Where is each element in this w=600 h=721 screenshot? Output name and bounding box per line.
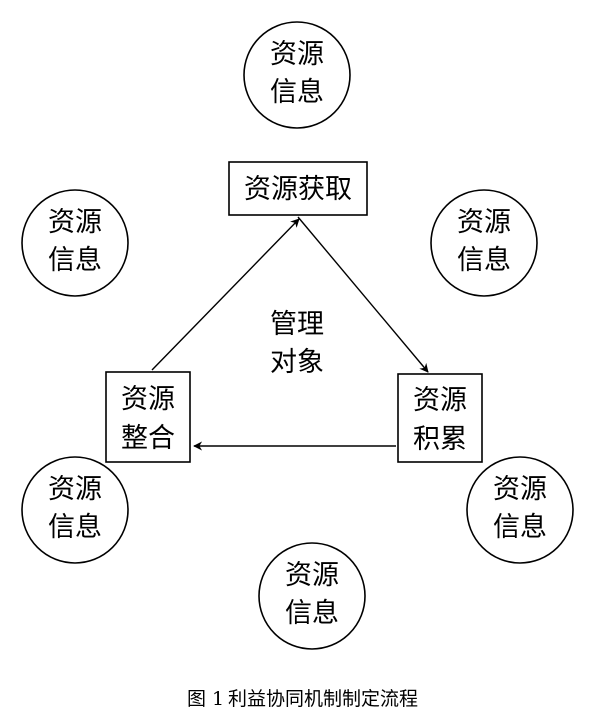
- circle-bottom-line-1: 资源: [285, 560, 339, 591]
- box-resource-acquire: 资源获取: [228, 161, 368, 216]
- circle-top-line-1: 资源: [270, 39, 324, 70]
- circle-lower-left-line-2: 信息: [48, 512, 102, 543]
- center-label-line-2: 对象: [270, 347, 324, 378]
- circle-bottom: 资源 信息: [258, 542, 366, 650]
- circle-bottom-line-2: 信息: [285, 598, 339, 629]
- circle-upper-right-line-2: 信息: [457, 245, 511, 276]
- arrow-integrate-to-acquire: [151, 218, 300, 371]
- box-resource-acquire-label: 资源获取: [244, 174, 352, 205]
- box-resource-integrate-line-2: 整合: [121, 423, 175, 454]
- circle-lower-right-line-2: 信息: [493, 512, 547, 543]
- circle-upper-right-line-1: 资源: [457, 207, 511, 238]
- circle-upper-right: 资源 信息: [430, 189, 538, 297]
- figure-caption: 图 1 利益协同机制制定流程: [187, 688, 418, 710]
- circle-lower-left: 资源 信息: [21, 456, 129, 564]
- arrow-acquire-to-accumulate: [297, 216, 429, 373]
- circle-upper-left-line-1: 资源: [48, 207, 102, 238]
- box-resource-integrate: 资源 整合: [105, 371, 191, 463]
- box-resource-accumulate-line-1: 资源: [413, 385, 467, 416]
- circle-top: 资源 信息: [243, 21, 351, 129]
- circle-top-line-2: 信息: [270, 77, 324, 108]
- circle-lower-left-line-1: 资源: [48, 474, 102, 505]
- box-resource-accumulate: 资源 积累: [397, 373, 483, 463]
- figure-number: 图 1: [187, 688, 224, 710]
- center-label-line-1: 管理: [270, 309, 324, 340]
- circle-lower-right-line-1: 资源: [493, 474, 547, 505]
- box-resource-integrate-line-1: 资源: [121, 384, 175, 415]
- circle-lower-right: 资源 信息: [466, 456, 574, 564]
- circle-upper-left: 资源 信息: [21, 189, 129, 297]
- circle-upper-left-line-2: 信息: [48, 245, 102, 276]
- center-label: 管理 对象: [270, 309, 324, 378]
- figure-title: 利益协同机制制定流程: [228, 688, 418, 710]
- box-resource-accumulate-line-2: 积累: [413, 424, 467, 455]
